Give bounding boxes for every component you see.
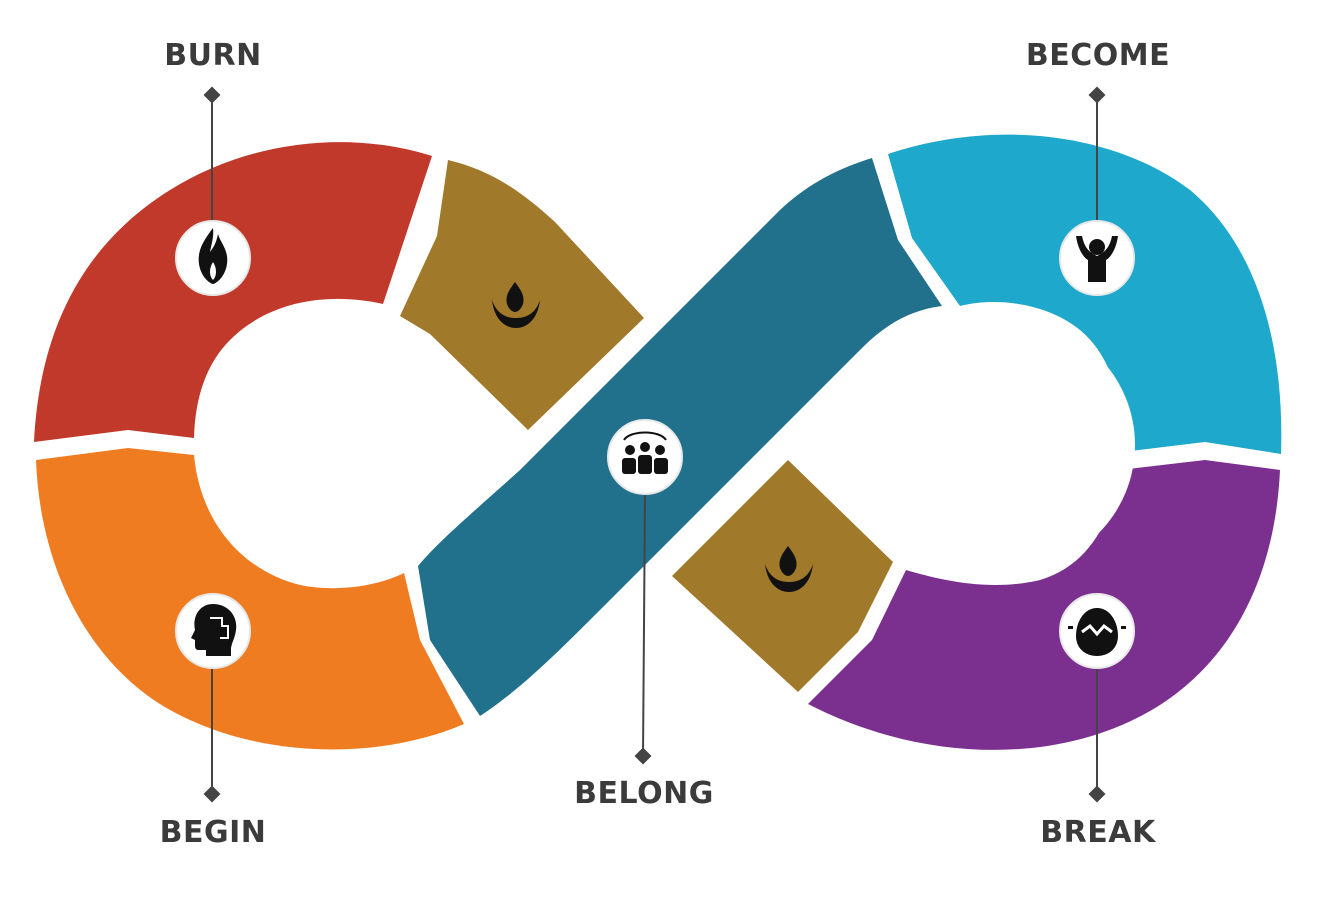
flame-bowl-icon <box>765 546 813 592</box>
belong-band <box>418 158 942 716</box>
left-loop-hole <box>195 320 445 570</box>
head-puzzle-icon <box>191 604 237 656</box>
break-label: BREAK <box>1040 815 1156 850</box>
begin-label: BEGIN <box>159 815 267 850</box>
belong-leader-line <box>642 493 646 757</box>
connector-tile-lower <box>672 460 893 692</box>
begin-badge <box>175 593 251 669</box>
raised-arms-person-icon <box>1076 236 1118 282</box>
belong-diamond <box>634 747 652 765</box>
right-loop-hole <box>885 320 1135 570</box>
flame-bowl-icon <box>492 282 540 328</box>
cracked-egg-icon <box>1068 608 1126 656</box>
break-segment <box>808 460 1280 750</box>
belong-label: BELONG <box>574 776 714 811</box>
burn-label: BURN <box>164 38 262 73</box>
become-diamond <box>1088 86 1106 104</box>
become-segment <box>888 134 1282 454</box>
begin-diamond <box>203 785 221 803</box>
flame-icon <box>198 228 228 284</box>
burn-diamond <box>203 86 221 104</box>
belong-badge <box>607 419 683 495</box>
burn-badge <box>175 220 251 296</box>
become-badge <box>1059 220 1135 296</box>
burn-segment <box>34 142 432 442</box>
break-diamond <box>1088 785 1106 803</box>
become-label: BECOME <box>1025 38 1171 73</box>
leader-lines <box>211 96 1098 794</box>
begin-segment <box>36 448 464 750</box>
group-people-icon <box>622 431 668 474</box>
break-badge <box>1059 593 1135 669</box>
leader-diamonds <box>203 86 1106 803</box>
